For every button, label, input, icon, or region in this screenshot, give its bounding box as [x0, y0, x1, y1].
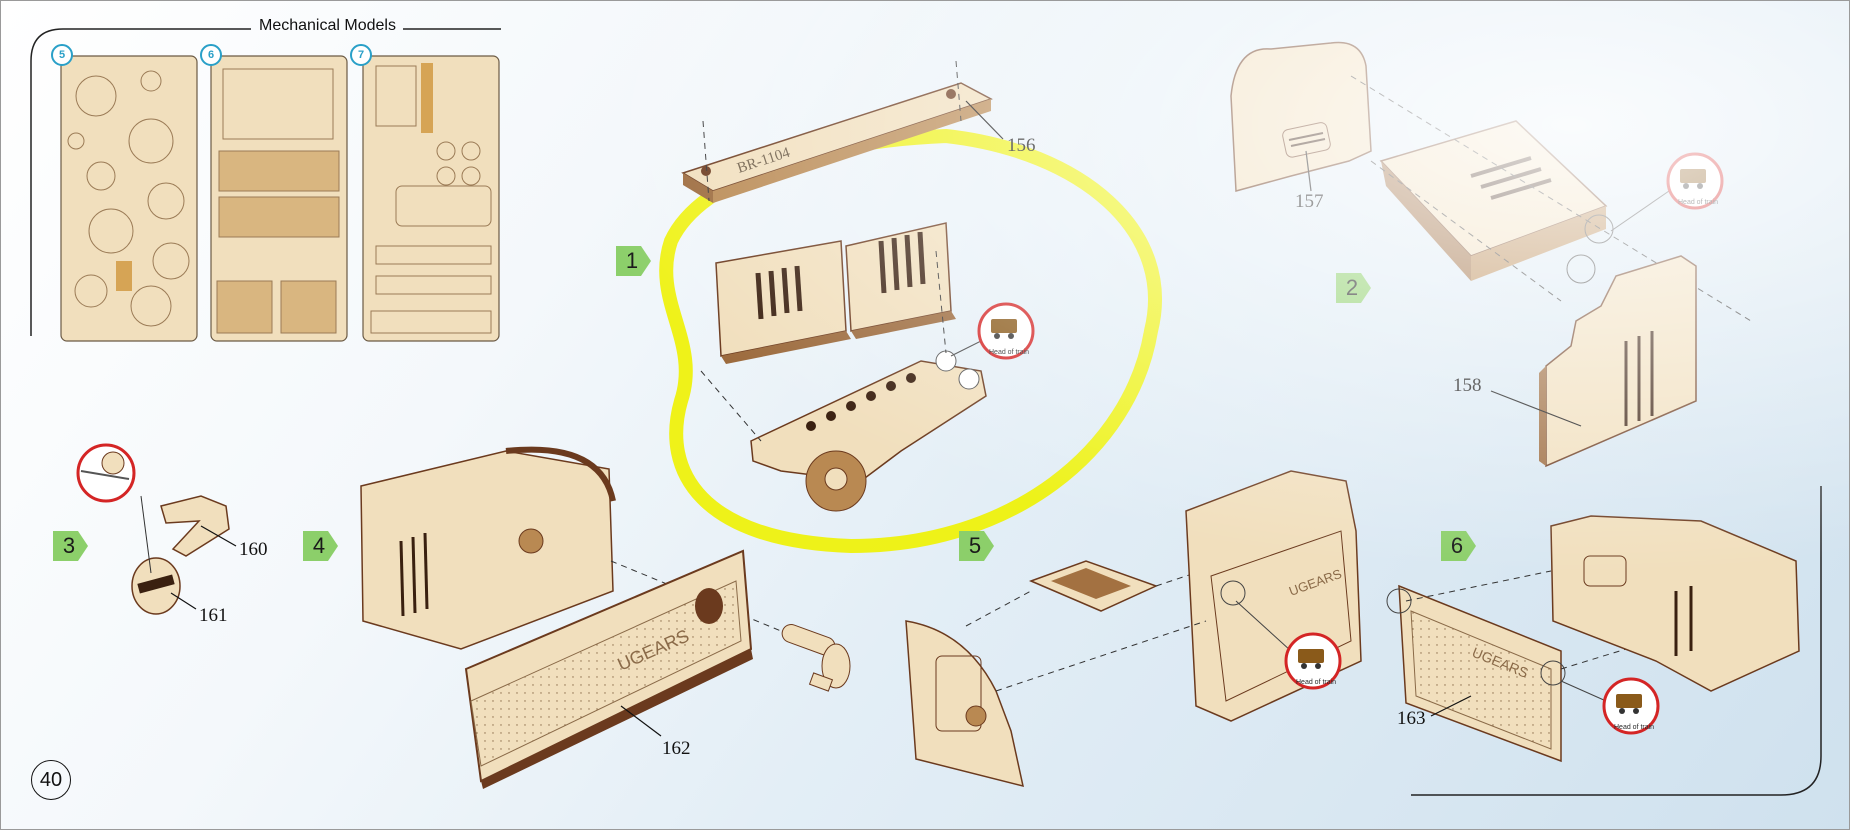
part-body-assembly-4	[360, 446, 782, 650]
badge-text-3: Head of train	[1296, 679, 1336, 686]
head-of-train-badge-1	[950, 302, 1035, 360]
part-160-lever	[160, 495, 230, 557]
part-small-frame	[965, 560, 1232, 627]
step-6-badge: 6	[1444, 531, 1478, 561]
step-1-number: 1	[625, 248, 639, 273]
part-chassis	[1350, 75, 1752, 322]
step-2-badge: 2	[1339, 273, 1373, 303]
step-4-number: 4	[312, 533, 326, 558]
part-label-158: 158	[1453, 375, 1482, 396]
part-side-panels	[715, 222, 956, 364]
page-title: Mechanical Models	[259, 17, 396, 34]
badge-text-1: Head of train	[989, 349, 1029, 356]
step-5-number: 5	[968, 533, 982, 558]
sheet-number-7: 7	[350, 44, 372, 66]
sheet-number-6: 6	[200, 44, 222, 66]
page-number: 40	[31, 760, 71, 800]
step-3-number: 3	[62, 533, 76, 558]
plywood-sheet-6	[210, 55, 348, 342]
part-163-side-panel	[1386, 570, 1702, 763]
detail-circle	[76, 443, 136, 503]
frame-bottom-right	[1411, 486, 1822, 796]
plywood-sheet-7	[362, 55, 500, 342]
part-161-disc	[131, 495, 181, 615]
part-label-163: 163	[1397, 708, 1426, 729]
part-label-157: 157	[1295, 191, 1324, 212]
step-3-badge: 3	[56, 531, 90, 561]
part-gear-plate	[700, 250, 987, 512]
badge-text-2: Head of train	[1678, 199, 1718, 206]
part-front-door	[905, 620, 1024, 788]
part-label-160: 160	[239, 539, 268, 560]
sheet-number-5: 5	[51, 44, 73, 66]
head-of-train-badge-3	[1235, 600, 1342, 690]
head-of-train-badge-2	[1610, 152, 1724, 232]
step-6-number: 6	[1450, 533, 1464, 558]
frame-top-left	[30, 28, 251, 336]
plywood-sheet-5	[60, 55, 198, 342]
head-of-train-badge-4	[1560, 677, 1660, 735]
part-label-161: 161	[199, 605, 228, 626]
step-5-badge: 5	[962, 531, 996, 561]
highlight-circle	[659, 128, 1162, 554]
step-arrows	[53, 246, 1476, 561]
part-axle	[781, 624, 851, 692]
part-157-front-wall	[1230, 41, 1372, 192]
part-label-162: 162	[662, 738, 691, 759]
step-2-number: 2	[1345, 275, 1359, 300]
leader-lines	[170, 100, 1582, 737]
part-158-back-wall	[1539, 255, 1697, 468]
part-body-assembly-6	[1550, 515, 1800, 692]
step-4-badge: 4	[306, 531, 340, 561]
part-156-crossbar	[681, 60, 993, 203]
part-162-base-panel	[464, 549, 753, 789]
step-1-badge: 1	[619, 246, 653, 276]
part-label-156: 156	[1007, 135, 1036, 156]
badge-text-4: Head of train	[1614, 724, 1654, 731]
